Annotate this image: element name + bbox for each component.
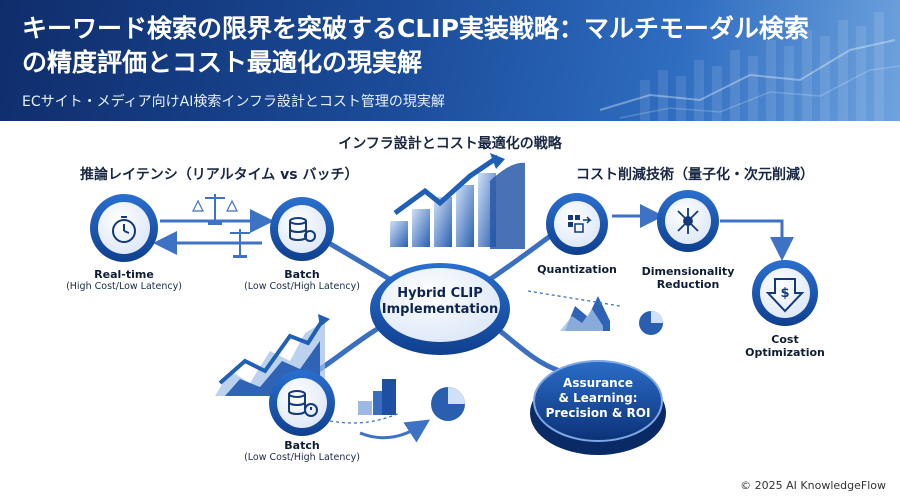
cost-optimization-label: Cost Optimization (735, 333, 835, 359)
network-reduction-icon (677, 208, 699, 234)
header-chart-decoration (599, 12, 900, 121)
dollar-down-icon: $ (765, 278, 805, 313)
database-clock-icon (288, 390, 318, 417)
stopwatch-icon (112, 216, 136, 243)
dimensionality-reduction-node (657, 190, 719, 252)
peak-chart-graphic (560, 296, 610, 331)
batch-top-title: Batch (284, 268, 320, 281)
cost-section-title: コスト削減技術（量子化・次元削減） (576, 167, 814, 183)
cost-optimization-title-line1: Cost (771, 333, 799, 346)
hub-label-line1: Hybrid CLIP (397, 286, 483, 301)
assurance-line2: & Learning: (558, 391, 638, 405)
dimensionality-label: Dimensionality Reduction (638, 265, 738, 291)
realtime-node (90, 194, 158, 262)
hybrid-clip-hub (370, 263, 510, 355)
latency-section-title: 推論レイテンシ（リアルタイム vs バッチ） (80, 167, 359, 183)
quantization-label: Quantization (537, 263, 617, 276)
realtime-title: Real-time (94, 268, 154, 281)
batch-node-bottom (269, 370, 335, 436)
page-title-line2: の精度評価とコスト最適化の現実解 (22, 48, 423, 77)
assurance-line1: Assurance (563, 376, 633, 390)
quantization-node (546, 193, 608, 255)
arrow-curve (359, 419, 431, 443)
arrow-down (720, 219, 794, 261)
batch-top-subtitle: (Low Cost/High Latency) (244, 281, 360, 292)
header-banner: キーワード検索の限界を突破するCLIP実装戦略：マルチモーダル検索 の精度評価と… (0, 0, 900, 121)
batch-node-top (270, 197, 334, 261)
data-cubes-graphic (358, 379, 396, 415)
assurance-line3: Precision & ROI (545, 406, 651, 420)
growth-chart-graphic (390, 153, 525, 249)
realtime-label: Real-time (High Cost/Low Latency) (44, 268, 204, 293)
batch-bottom-title: Batch (284, 439, 320, 452)
batch-top-label: Batch (Low Cost/High Latency) (222, 268, 382, 293)
quantization-icon (568, 215, 592, 233)
batch-bottom-label: Batch (Low Cost/High Latency) (222, 439, 382, 464)
hub-label-line2: Implementation (381, 302, 499, 317)
realtime-subtitle: (High Cost/Low Latency) (66, 281, 182, 292)
cost-optimization-title-line2: Optimization (745, 346, 825, 359)
cost-optimization-node: $ (752, 260, 818, 326)
diagram-graphics: $ (90, 153, 818, 455)
page-title-line1: キーワード検索の限界を突破するCLIP実装戦略：マルチモーダル検索 (22, 14, 809, 43)
pie-chart-graphics (431, 311, 663, 421)
assurance-platform (530, 360, 666, 455)
dimensionality-title-line1: Dimensionality (641, 265, 735, 278)
page-subtitle: ECサイト・メディア向けAI検索インフラ設計とコスト管理の現実解 (22, 94, 445, 110)
hub-label: Hybrid CLIP Implementation (380, 286, 500, 318)
strategy-diagram: $ インフラ設計とコスト最適化の戦略 推論レイテンシ（リアルタイム vs バッチ… (0, 121, 900, 502)
balance-scale-icon (192, 194, 238, 225)
copyright-text: © 2025 AI KnowledgeFlow (740, 479, 886, 492)
batch-bottom-subtitle: (Low Cost/High Latency) (244, 452, 360, 463)
diagram-main-title: インフラ設計とコスト最適化の戦略 (338, 136, 562, 152)
assurance-label: Assurance & Learning: Precision & ROI (538, 376, 658, 421)
dimensionality-title-line2: Reduction (656, 278, 720, 291)
database-icon (289, 217, 316, 242)
svg-text:$: $ (780, 286, 789, 301)
